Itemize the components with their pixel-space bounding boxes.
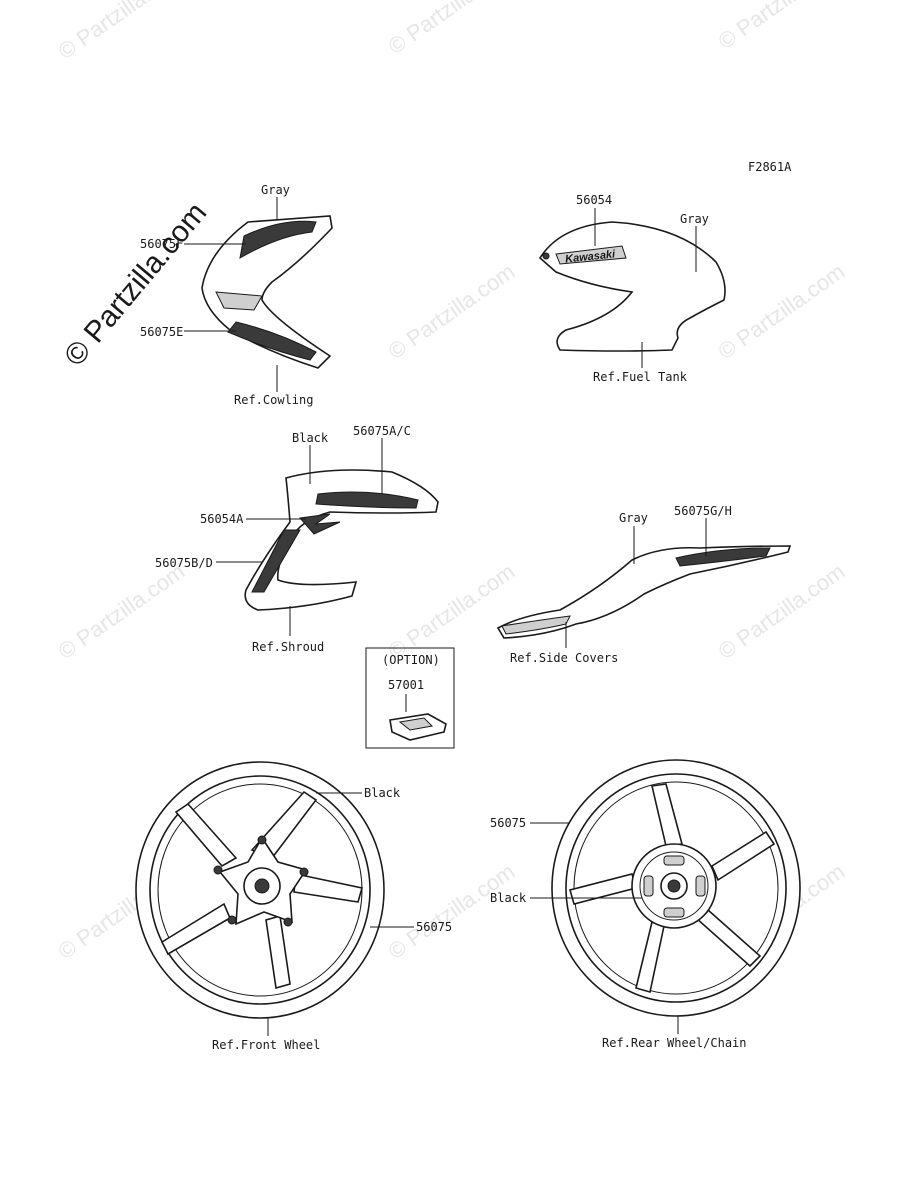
front-wheel-axle <box>254 878 270 894</box>
watermark: © Partzilla.com <box>714 559 850 665</box>
rear-wheel-rim-inner <box>573 781 779 995</box>
cowling-center <box>215 291 263 311</box>
shroud-part-mid: 56054A <box>200 512 244 526</box>
cowling-part-upper: 56075F <box>140 237 183 251</box>
rear-wheel-color: Black <box>490 891 527 905</box>
side-cover-color: Gray <box>619 511 648 525</box>
cowling-group: Gray 56075F 56075E Ref.Cowling <box>140 183 333 407</box>
front-wheel-color: Black <box>364 786 401 800</box>
front-bolt <box>227 915 237 925</box>
fuel-tank-part: 56054 <box>576 193 612 207</box>
shroud-part-low: 56075B/D <box>155 556 213 570</box>
rear-wheel-hub-slots <box>643 855 706 918</box>
shroud-decal-mid <box>299 513 341 535</box>
fuel-tank-emblem <box>542 252 550 260</box>
fuel-tank-color: Gray <box>680 212 709 226</box>
option-kit-detail <box>398 717 434 731</box>
front-wheel-spokes <box>160 790 364 990</box>
watermark: © Partzilla.com <box>384 259 520 365</box>
front-bolt <box>257 835 267 845</box>
front-bolt <box>299 867 309 877</box>
shroud-shape <box>244 469 439 611</box>
watermark: © Partzilla.com <box>384 0 520 59</box>
watermark: © Partzilla.com <box>714 0 850 54</box>
watermark: © Partzilla.com <box>384 859 520 965</box>
front-spoke <box>174 802 238 868</box>
cowling-part-lower: 56075E <box>140 325 183 339</box>
side-cover-lower <box>501 615 571 635</box>
watermark: © Partzilla.com <box>54 559 190 665</box>
shroud-part-top: 56075A/C <box>353 424 411 438</box>
front-wheel-ref: Ref.Front Wheel <box>212 1038 320 1052</box>
front-bolt <box>213 865 223 875</box>
front-bolt <box>283 917 293 927</box>
fuel-tank-logo: Kawasaki <box>565 248 617 265</box>
watermark-main: © Partzilla.com <box>58 196 213 372</box>
side-cover-part: 56075G/H <box>674 504 732 518</box>
rear-hub-slot <box>663 907 685 918</box>
shroud-color: Black <box>292 431 329 445</box>
fuel-tank-decal <box>555 245 627 265</box>
rear-hub-slot <box>643 875 654 897</box>
fuel-tank-group: Kawasaki 56054 Gray Ref.Fuel Tank <box>538 193 726 384</box>
figure-code: F2861A <box>748 160 792 174</box>
rear-hub-slot <box>663 855 685 866</box>
option-frame <box>365 647 455 749</box>
rear-hub-slot <box>695 875 706 897</box>
fuel-tank-ref: Ref.Fuel Tank <box>593 370 688 384</box>
front-wheel-bolts <box>213 835 309 927</box>
rear-wheel-axle <box>667 879 681 893</box>
rear-wheel-ref: Ref.Rear Wheel/Chain <box>602 1036 747 1050</box>
shroud-group: Black 56075A/C 56054A 56075B/D Ref.Shrou… <box>155 424 439 654</box>
shroud-ref: Ref.Shroud <box>252 640 324 654</box>
side-covers-group: Gray 56075G/H Ref.Side Covers <box>496 504 792 665</box>
front-wheel-group: Black 56075 Ref.Front Wheel <box>135 761 452 1052</box>
side-cover-shape <box>496 545 792 639</box>
front-spoke <box>265 914 291 990</box>
rear-wheel-group: 56075 Black Ref.Rear Wheel/Chain <box>490 759 801 1050</box>
fuel-tank-shape <box>538 221 726 352</box>
option-title: (OPTION) <box>382 653 440 667</box>
option-box: (OPTION) 57001 <box>365 647 455 749</box>
option-part: 57001 <box>388 678 424 692</box>
cowling-ref: Ref.Cowling <box>234 393 313 407</box>
front-spoke <box>160 902 232 956</box>
rear-spoke <box>710 830 776 882</box>
shroud-decal-low <box>251 529 301 593</box>
rear-wheel-part: 56075 <box>490 816 526 830</box>
watermark: © Partzilla.com <box>54 0 190 64</box>
shroud-decal-top <box>315 491 419 509</box>
front-wheel-part: 56075 <box>416 920 452 934</box>
side-cover-ref: Ref.Side Covers <box>510 651 618 665</box>
rear-wheel-hub-ring <box>639 851 709 921</box>
watermark: © Partzilla.com <box>714 259 850 365</box>
cowling-color: Gray <box>261 183 290 197</box>
cowling-decal-lower <box>227 321 317 361</box>
cowling-decal-upper <box>239 220 317 259</box>
